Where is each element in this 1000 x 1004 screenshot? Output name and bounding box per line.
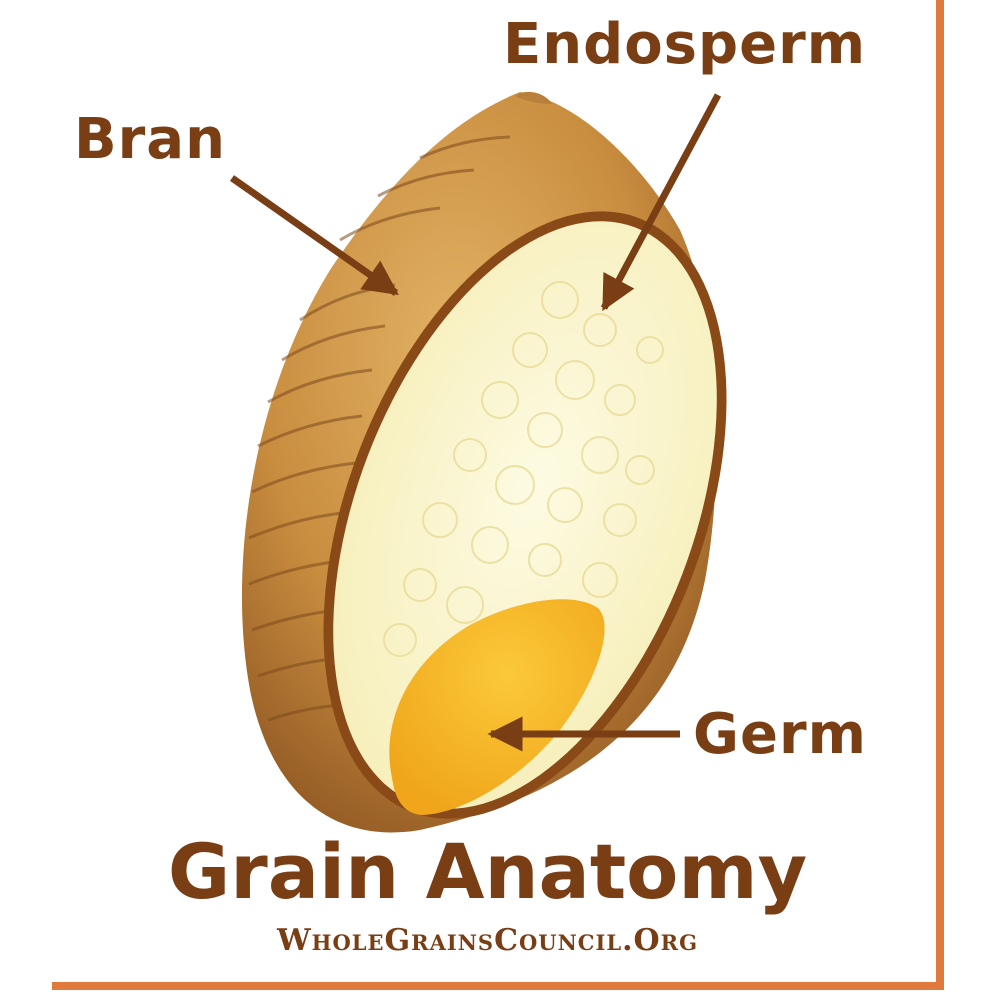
- bran-arrow: [229, 175, 399, 296]
- germ-label: Germ: [693, 702, 867, 767]
- frame-bottom-border: [52, 982, 944, 990]
- website-credit: WholeGrainsCouncil.Org: [276, 923, 699, 958]
- bran-tip: [515, 91, 552, 104]
- germ-region: [389, 599, 605, 815]
- diagram-title: Grain Anatomy: [167, 827, 808, 916]
- bran-label: Bran: [74, 107, 226, 172]
- endosperm-arrow: [600, 93, 722, 312]
- frame-right-border: [936, 0, 944, 990]
- endosperm-cells: [383, 281, 664, 657]
- endosperm-label: Endosperm: [503, 12, 867, 77]
